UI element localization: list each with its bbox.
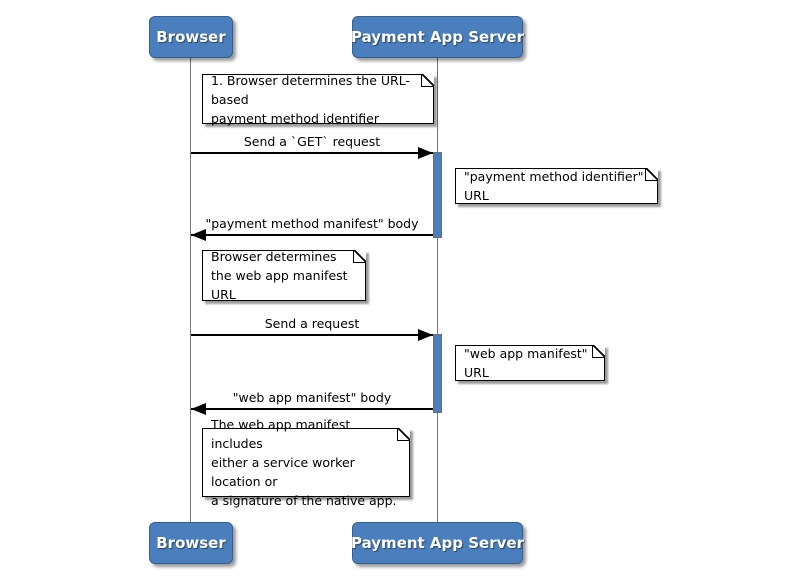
note-determine-identifier: 1. Browser determines the URL-based paym… xyxy=(202,73,434,126)
message-web-app-manifest-body-line xyxy=(191,408,433,410)
message-get-request-label: Send a `GET` request xyxy=(243,134,381,149)
participant-browser-bottom: Browser xyxy=(149,522,233,564)
arrowhead-left-icon xyxy=(191,229,206,241)
participant-server-bottom: Payment App Server xyxy=(351,522,524,564)
lifeline-server xyxy=(437,58,438,522)
note-payment-method-identifier-url: "payment method identifier" URL xyxy=(455,168,658,204)
participant-server-top: Payment App Server xyxy=(351,16,524,58)
message-send-request-line xyxy=(191,334,433,336)
note-determine-identifier-text: 1. Browser determines the URL-based paym… xyxy=(211,72,410,126)
note-determine-web-app-manifest-text: Browser determines the web app manifest … xyxy=(211,249,348,302)
participant-server-label: Payment App Server xyxy=(351,534,524,552)
message-method-manifest-body-line xyxy=(191,234,433,236)
note-determine-web-app-manifest: Browser determines the web app manifest … xyxy=(202,249,366,302)
note-web-app-manifest-url: "web app manifest" URL xyxy=(455,345,605,381)
lifeline-browser xyxy=(190,58,191,522)
participant-browser-top: Browser xyxy=(149,16,233,58)
message-get-request-line xyxy=(191,152,433,154)
activation-bar-1 xyxy=(433,152,442,238)
participant-browser-label: Browser xyxy=(156,534,226,552)
message-send-request-label: Send a request xyxy=(264,316,360,331)
message-web-app-manifest-body-label: "web app manifest" body xyxy=(232,390,392,405)
note-payment-method-identifier-url-text: "payment method identifier" URL xyxy=(464,169,644,203)
arrowhead-right-icon xyxy=(418,329,433,341)
participant-server-label: Payment App Server xyxy=(351,28,524,46)
activation-bar-2 xyxy=(433,334,442,413)
arrowhead-left-icon xyxy=(191,403,206,415)
note-web-app-manifest-url-text: "web app manifest" URL xyxy=(464,346,588,380)
participant-browser-label: Browser xyxy=(156,28,226,46)
note-manifest-contents-text: The web app manifest includes either a s… xyxy=(211,417,397,508)
note-manifest-contents: The web app manifest includes either a s… xyxy=(202,417,410,508)
message-method-manifest-body-label: "payment method manifest" body xyxy=(205,216,419,231)
arrowhead-right-icon xyxy=(418,147,433,159)
